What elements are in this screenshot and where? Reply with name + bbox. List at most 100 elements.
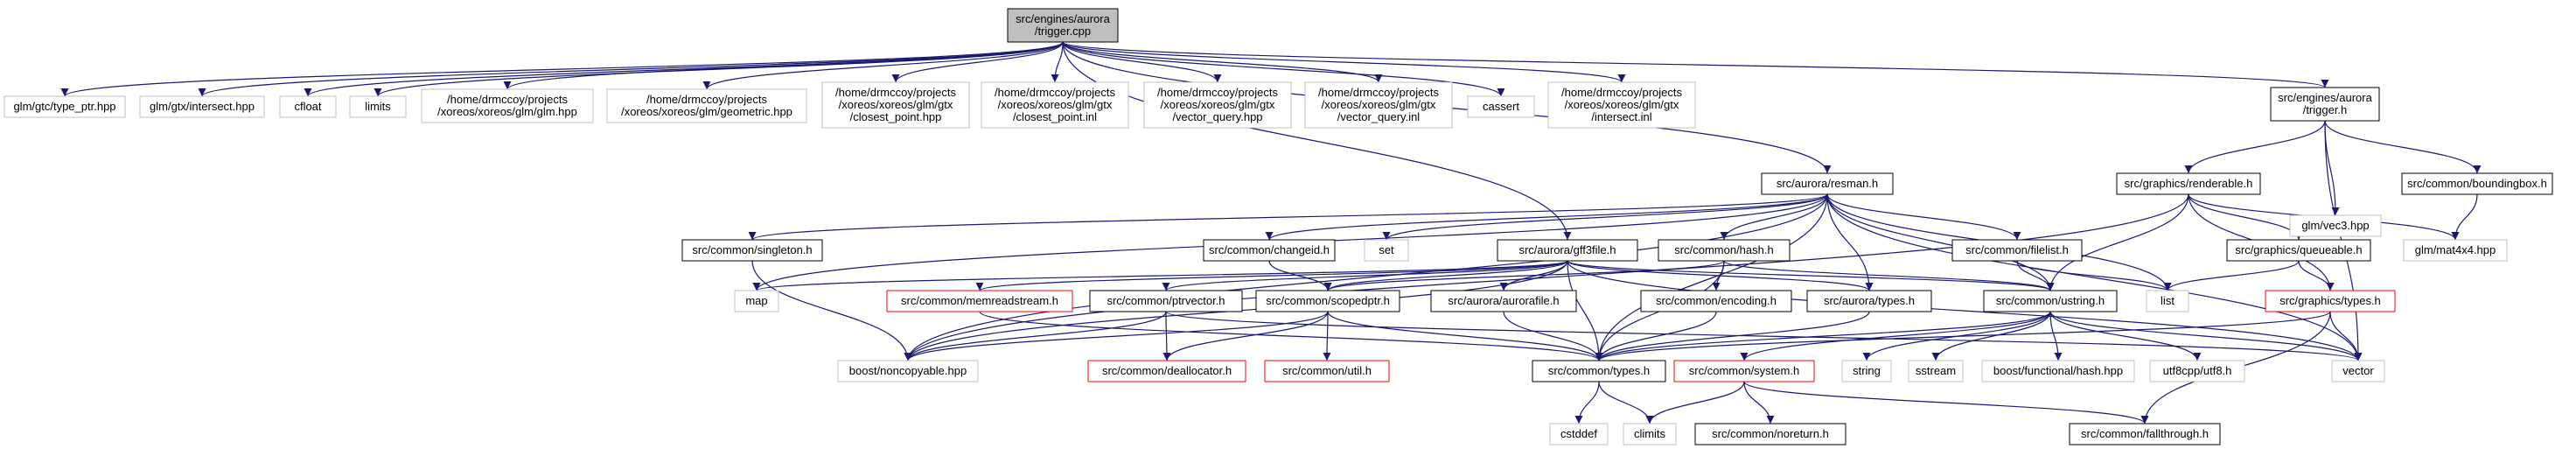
- node-label-line: limits: [365, 100, 391, 113]
- node-label-line: /trigger.h: [2303, 103, 2348, 116]
- edge-root-to-n_vquery_inl: [1062, 41, 1383, 83]
- node-box: [1304, 81, 1453, 129]
- node-label-line: src/common/changeid.h: [1209, 243, 1330, 256]
- node-n_vquery_hpp[interactable]: /home/drmccoy/projects/xoreos/xoreos/glm…: [1143, 81, 1292, 129]
- node-n_aurora_types[interactable]: src/aurora/types.h: [1806, 290, 1932, 312]
- node-box: [681, 239, 823, 262]
- node-n_map[interactable]: map: [734, 290, 779, 312]
- edge-n_scopedptr-to-n_deallocator: [1162, 311, 1329, 361]
- node-label-line: list: [2161, 294, 2175, 307]
- edge-n_hash-to-n_ustring: [1723, 260, 2055, 291]
- node-n_resman[interactable]: src/aurora/resman.h: [1761, 172, 1894, 195]
- edge-n_resman-to-n_changeid: [1265, 193, 1828, 241]
- node-n_mat4[interactable]: glm/mat4x4.hpp: [2403, 239, 2508, 262]
- node-label-line: /vector_query.hpp: [1172, 110, 1262, 123]
- edge-root-to-n_intersect_hpp: [198, 41, 1064, 97]
- node-box: [2265, 290, 2396, 312]
- node-label-line: /intersect.inl: [1591, 110, 1651, 123]
- node-box: [1087, 360, 1246, 382]
- node-n_boost_hash[interactable]: boost/functional/hash.hpp: [1981, 360, 2135, 382]
- node-n_intersect_inl[interactable]: /home/drmccoy/projects/xoreos/xoreos/glm…: [1547, 81, 1696, 129]
- node-n_trigger_h[interactable]: src/engines/aurora/trigger.h: [2270, 87, 2380, 122]
- node-n_singleton[interactable]: src/common/singleton.h: [681, 239, 823, 262]
- node-root[interactable]: src/engines/aurora/trigger.cpp: [1007, 8, 1119, 43]
- node-n_renderable[interactable]: src/graphics/renderable.h: [2116, 172, 2261, 195]
- node-n_vector[interactable]: vector: [2331, 360, 2385, 382]
- node-n_scopedptr[interactable]: src/common/scopedptr.h: [1255, 290, 1400, 312]
- node-n_closest_hpp[interactable]: /home/drmccoy/projects/xoreos/xoreos/glm…: [821, 81, 970, 129]
- node-box: [1623, 423, 1677, 445]
- edge-n_boundingbox-to-n_mat4: [2451, 193, 2478, 241]
- node-n_common_types[interactable]: src/common/types.h: [1532, 360, 1666, 382]
- node-label-line: /xoreos/xoreos/glm/glm.hpp: [437, 105, 577, 118]
- node-n_deallocator[interactable]: src/common/deallocator.h: [1087, 360, 1246, 382]
- node-label-line: boost/noncopyable.hpp: [849, 364, 967, 377]
- node-label-line: /home/drmccoy/projects: [1561, 86, 1682, 99]
- node-n_limits[interactable]: limits: [349, 95, 407, 118]
- node-n_climits[interactable]: climits: [1623, 423, 1677, 445]
- node-n_glm_hpp[interactable]: /home/drmccoy/projects/xoreos/xoreos/glm…: [421, 88, 594, 123]
- node-n_cfloat[interactable]: cfloat: [279, 95, 337, 118]
- node-n_hash[interactable]: src/common/hash.h: [1658, 239, 1791, 262]
- node-label-line: src/common/singleton.h: [692, 243, 812, 256]
- node-label-line: /home/drmccoy/projects: [447, 93, 568, 106]
- node-label-line: vector: [2342, 364, 2374, 377]
- node-label-line: src/common/ptrvector.h: [1106, 294, 1225, 307]
- node-box: [821, 81, 970, 129]
- node-n_system[interactable]: src/common/system.h: [1673, 360, 1815, 382]
- node-n_gfx_types[interactable]: src/graphics/types.h: [2265, 290, 2396, 312]
- node-box: [2116, 172, 2261, 195]
- node-label-line: /closest_point.hpp: [850, 110, 942, 123]
- node-n_vec3[interactable]: glm/vec3.hpp: [2289, 214, 2382, 237]
- node-n_aurorafile[interactable]: src/aurora/aurorafile.h: [1430, 290, 1577, 312]
- node-n_type_ptr[interactable]: glm/gtc/type_ptr.hpp: [3, 95, 126, 118]
- node-box: [1007, 8, 1119, 43]
- node-n_utf8[interactable]: utf8cpp/utf8.h: [2149, 360, 2245, 382]
- node-label-line: /home/drmccoy/projects: [995, 86, 1115, 99]
- node-n_set[interactable]: set: [1364, 239, 1409, 262]
- edge-root-to-n_glm_hpp: [503, 41, 1064, 90]
- node-n_noncopyable[interactable]: boost/noncopyable.hpp: [837, 360, 979, 382]
- edge-root-to-n_gff3file: [1062, 41, 1572, 241]
- node-n_intersect_hpp[interactable]: glm/gtx/intersect.hpp: [139, 95, 265, 118]
- node-n_gff3file[interactable]: src/aurora/gff3file.h: [1497, 239, 1638, 262]
- edge-n_renderable-to-n_ustring: [2046, 193, 2189, 291]
- node-label-line: src/common/util.h: [1282, 364, 1372, 377]
- edge-root-to-n_vquery_hpp: [1062, 41, 1222, 83]
- node-label-line: src/graphics/types.h: [2279, 294, 2381, 307]
- node-n_cstddef[interactable]: cstddef: [1549, 423, 1609, 445]
- dependency-edges: [60, 41, 2482, 424]
- node-n_ustring[interactable]: src/common/ustring.h: [1983, 290, 2118, 312]
- node-label-line: string: [1853, 364, 1881, 377]
- node-n_sstream[interactable]: sstream: [1908, 360, 1964, 382]
- node-n_list[interactable]: list: [2146, 290, 2189, 312]
- node-box: [2226, 239, 2371, 262]
- edge-n_ptrvector-to-n_vector: [1165, 311, 2363, 361]
- node-n_closest_inl[interactable]: /home/drmccoy/projects/xoreos/xoreos/glm…: [981, 81, 1129, 129]
- node-label-line: /xoreos/xoreos/glm/geometric.hpp: [621, 105, 792, 118]
- node-box: [1951, 239, 2083, 262]
- node-n_vquery_inl[interactable]: /home/drmccoy/projects/xoreos/xoreos/glm…: [1304, 81, 1453, 129]
- edge-root-to-n_closest_hpp: [891, 41, 1064, 83]
- node-box: [1806, 290, 1932, 312]
- node-n_memread[interactable]: src/common/memreadstream.h: [886, 290, 1073, 312]
- node-n_geometric[interactable]: /home/drmccoy/projects/xoreos/xoreos/glm…: [606, 88, 807, 123]
- node-label-line: src/common/scopedptr.h: [1266, 294, 1390, 307]
- node-n_string[interactable]: string: [1841, 360, 1892, 382]
- node-n_noreturn[interactable]: src/common/noreturn.h: [1694, 423, 1846, 445]
- node-n_changeid[interactable]: src/common/changeid.h: [1203, 239, 1336, 262]
- node-n_util[interactable]: src/common/util.h: [1264, 360, 1390, 382]
- edge-n_queueable-to-n_list: [2163, 260, 2300, 291]
- node-n_encoding[interactable]: src/common/encoding.h: [1640, 290, 1792, 312]
- edge-root-to-n_cassert: [1062, 41, 1505, 97]
- node-n_queueable[interactable]: src/graphics/queueable.h: [2226, 239, 2371, 262]
- node-n_boundingbox[interactable]: src/common/boundingbox.h: [2401, 172, 2553, 195]
- edge-n_scopedptr-to-n_util: [1323, 311, 1331, 361]
- node-n_cassert[interactable]: cassert: [1467, 95, 1535, 118]
- node-n_filelist[interactable]: src/common/filelist.h: [1951, 239, 2083, 262]
- edge-n_ustring-to-n_system: [1740, 311, 2051, 361]
- node-box: [2069, 423, 2221, 445]
- node-n_ptrvector[interactable]: src/common/ptrvector.h: [1089, 290, 1243, 312]
- node-n_fallthrough[interactable]: src/common/fallthrough.h: [2069, 423, 2221, 445]
- node-label-line: /home/drmccoy/projects: [646, 93, 767, 106]
